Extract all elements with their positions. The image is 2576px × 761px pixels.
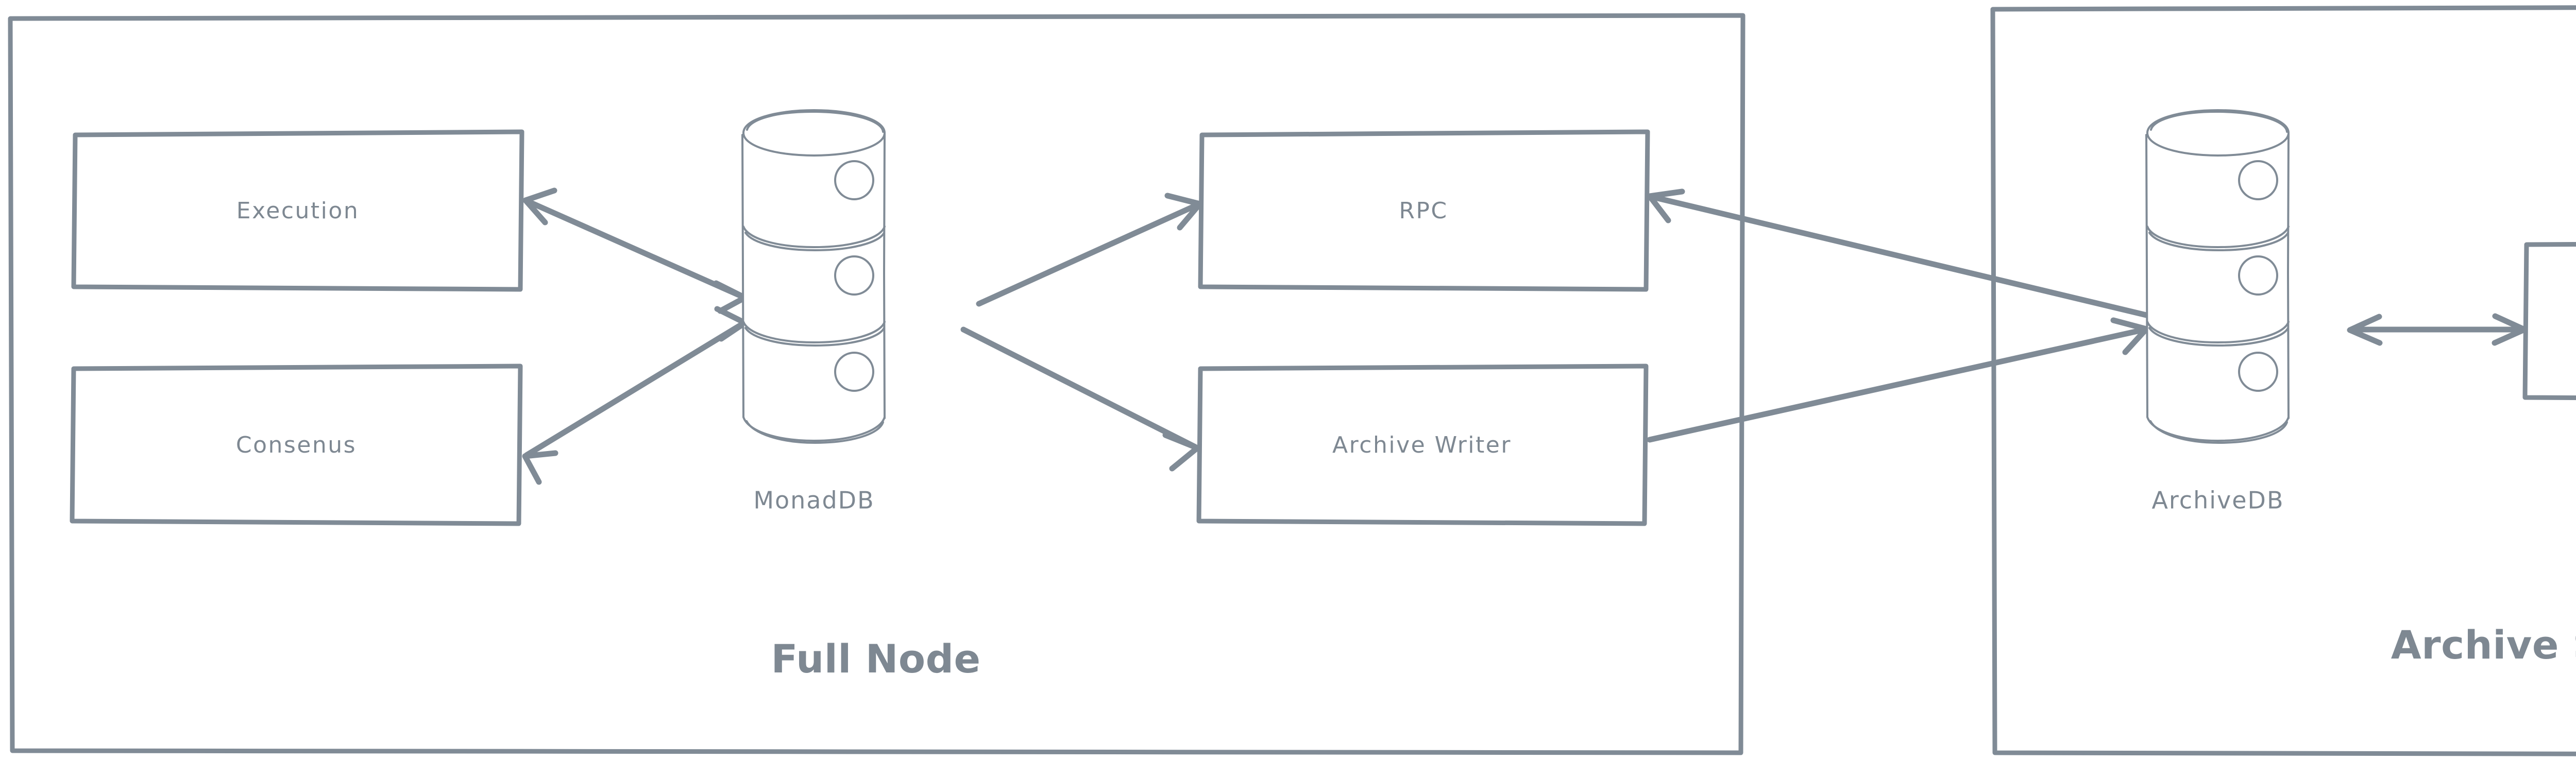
archivedb-led-3-icon — [2238, 352, 2278, 392]
monaddb-led-3-icon — [834, 352, 874, 392]
rpc-box-border — [1198, 129, 1650, 292]
full-node-panel-title: Full Node — [771, 636, 980, 682]
monaddb-divider-2 — [742, 321, 886, 343]
monaddb-led-1-icon — [834, 160, 874, 200]
full-node-panel-border — [8, 13, 1745, 755]
monaddb-left-wall — [741, 134, 744, 418]
edge-line — [1647, 326, 2148, 443]
archivedb-body-fill — [2147, 133, 2289, 441]
monaddb-divider-1-sketch — [744, 232, 885, 251]
node-indexer[interactable]: Indexer — [2522, 241, 2576, 401]
archive-writer-label: Archive Writer — [1332, 432, 1512, 458]
archive-server-panel-border — [1990, 5, 2576, 756]
edge-monaddb-archive-writer — [960, 326, 1200, 472]
rpc-label: RPC — [1399, 198, 1448, 224]
edge-line — [523, 198, 747, 300]
edge-monaddb-rpc — [976, 193, 1203, 307]
arrow-head-archivedb-side — [2347, 314, 2383, 346]
archivedb-divider-2-sketch — [2148, 327, 2289, 347]
node-archive-writer[interactable]: Archive Writer — [1196, 364, 1649, 526]
monaddb-led-2-icon — [834, 255, 874, 296]
monaddb-top-ellipse — [742, 109, 886, 157]
node-monaddb[interactable]: MonadDB — [741, 109, 886, 514]
node-archivedb[interactable]: ArchiveDB — [2145, 109, 2290, 514]
archivedb-divider-1-sketch — [2148, 232, 2289, 251]
archive-server-panel-title: Archive Server — [2391, 622, 2576, 668]
consenus-box-border — [70, 364, 523, 526]
edge-archive-writer-archivedb — [1647, 317, 2149, 443]
panel-archive-server[interactable] — [1990, 5, 2576, 756]
archivedb-led-1-icon — [2238, 160, 2278, 200]
node-execution[interactable]: Execution — [71, 129, 524, 292]
archivedb-top-ellipse — [2146, 109, 2290, 157]
archivedb-bottom-sketch — [2149, 420, 2288, 444]
edge-line — [960, 326, 1198, 450]
node-consenus[interactable]: Consenus — [70, 364, 523, 526]
archive-writer-box-border — [1196, 364, 1649, 526]
arrow-head-indexer-side — [2492, 313, 2528, 346]
indexer-box-border — [2522, 241, 2576, 401]
arrow-head-rpc — [1164, 193, 1203, 231]
archivedb-label: ArchiveDB — [2151, 487, 2284, 514]
monaddb-label: MonadDB — [753, 487, 874, 514]
execution-box-border — [71, 129, 524, 292]
arrow-head-archive-writer — [1162, 432, 1200, 472]
archivedb-led-2-icon — [2238, 255, 2278, 296]
edge-archivedb-indexer — [2347, 313, 2528, 346]
archivedb-divider-2 — [2146, 321, 2290, 343]
archivedb-divider-1 — [2146, 226, 2290, 248]
node-rpc[interactable]: RPC — [1198, 129, 1650, 292]
archivedb-top-ellipse-sketch — [2150, 110, 2288, 133]
arrow-head-rpc-from-archivedb — [1647, 188, 1685, 223]
edge-line — [976, 201, 1201, 307]
edge-line — [1648, 194, 2149, 318]
monaddb-body-fill — [743, 133, 885, 441]
arrow-head-monaddb-from-execution — [713, 280, 748, 314]
edge-monaddb-consenus — [522, 306, 748, 485]
arrow-head-execution — [522, 187, 557, 226]
archivedb-right-wall — [2287, 133, 2290, 419]
monaddb-divider-2-sketch — [744, 327, 885, 347]
edge-archivedb-rpc — [1647, 188, 2149, 318]
monaddb-right-wall — [883, 133, 886, 419]
monaddb-bottom-sketch — [745, 420, 884, 444]
edge-monaddb-execution — [522, 187, 748, 314]
edge-line — [523, 320, 747, 458]
archivedb-left-wall — [2145, 134, 2148, 418]
arrow-head-consenus — [522, 450, 558, 485]
monaddb-top-ellipse-sketch — [746, 110, 884, 133]
monaddb-divider-1 — [742, 226, 886, 248]
consenus-label: Consenus — [236, 432, 357, 458]
panel-full-node[interactable] — [8, 13, 1745, 755]
execution-label: Execution — [236, 198, 359, 224]
